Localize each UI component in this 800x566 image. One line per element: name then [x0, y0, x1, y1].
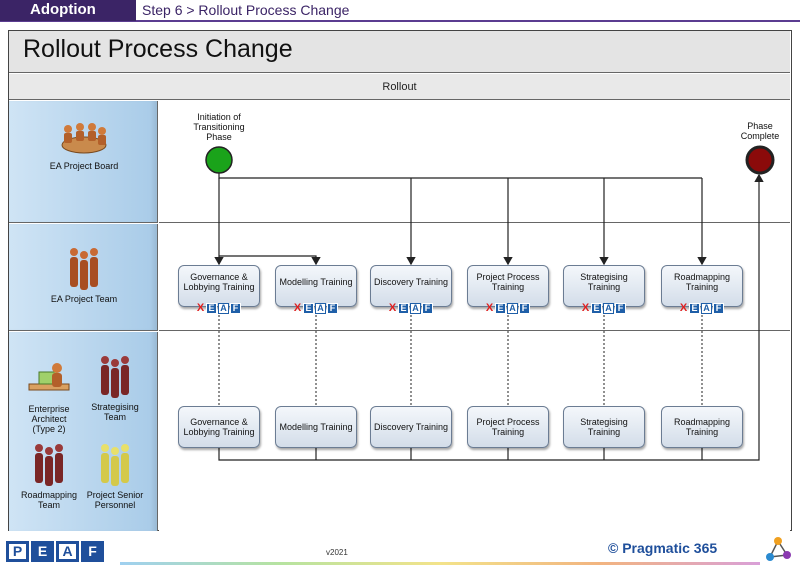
actor-label: EA Project Board: [49, 161, 119, 171]
xeaf-x: X: [679, 302, 688, 314]
pragmatic-molecule-icon: [766, 537, 791, 561]
xeaf-e: E: [206, 302, 217, 314]
xeaf-badge: X E A F: [388, 302, 434, 314]
lane-header-stakeholders: Enterprise Architect (Type 2) Strategisi…: [9, 332, 158, 531]
xeaf-e: E: [398, 302, 409, 314]
personnel-group-icon: [101, 444, 129, 486]
architect-at-desk-icon: [28, 363, 70, 391]
xeaf-badge: X E A F: [485, 302, 531, 314]
xeaf-x: X: [388, 302, 397, 314]
task-stakeholder-roadmapping[interactable]: Roadmapping Training: [661, 406, 743, 448]
xeaf-x: X: [581, 302, 590, 314]
team-group-icon: [35, 444, 63, 486]
task-stakeholder-modelling[interactable]: Modelling Training: [275, 406, 357, 448]
xeaf-f: F: [230, 302, 241, 314]
task-team-governance[interactable]: Governance & Lobbying Training: [178, 265, 260, 307]
actor-label: Roadmapping Team: [20, 490, 78, 510]
logo-letter: P: [6, 541, 29, 562]
xeaf-f: F: [422, 302, 433, 314]
task-stakeholder-strategising[interactable]: Strategising Training: [563, 406, 645, 448]
xeaf-badge: X E A F: [293, 302, 339, 314]
xeaf-badge: X E A F: [196, 302, 242, 314]
xeaf-e: E: [495, 302, 506, 314]
phase-header: Rollout: [9, 74, 790, 100]
xeaf-a: A: [315, 302, 326, 314]
task-team-roadmapping[interactable]: Roadmapping Training: [661, 265, 743, 307]
breadcrumb[interactable]: Step 6 > Rollout Process Change: [142, 2, 350, 18]
actor-label: EA Project Team: [50, 294, 118, 304]
title-area: Rollout Process Change: [9, 31, 790, 73]
actor-ea-project-team: EA Project Team: [34, 246, 134, 304]
task-stakeholder-discovery[interactable]: Discovery Training: [370, 406, 452, 448]
xeaf-a: A: [507, 302, 518, 314]
actor-ea-project-board: EA Project Board: [34, 119, 134, 171]
task-team-modelling[interactable]: Modelling Training: [275, 265, 357, 307]
actor-strategising-team: Strategising Team: [85, 354, 145, 422]
meeting-board-icon: [61, 123, 107, 154]
section-tag[interactable]: Adoption: [0, 0, 136, 21]
logo-letter: A: [56, 541, 79, 562]
xeaf-x: X: [293, 302, 302, 314]
task-stakeholder-project-process[interactable]: Project Process Training: [467, 406, 549, 448]
lane-header-board: EA Project Board: [9, 101, 158, 223]
xeaf-e: E: [303, 302, 314, 314]
actor-enterprise-architect: Enterprise Architect (Type 2): [19, 358, 79, 434]
peaf-logo: P E A F: [6, 541, 104, 562]
xeaf-f: F: [519, 302, 530, 314]
task-team-project-process[interactable]: Project Process Training: [467, 265, 549, 307]
actor-project-senior-personnel: Project Senior Personnel: [85, 442, 145, 510]
task-stakeholder-governance[interactable]: Governance & Lobbying Training: [178, 406, 260, 448]
xeaf-x: X: [196, 302, 205, 314]
xeaf-e: E: [689, 302, 700, 314]
actor-label: Enterprise Architect (Type 2): [28, 404, 70, 434]
version-label: v2021: [326, 548, 348, 557]
xeaf-badge: X E A F: [679, 302, 725, 314]
xeaf-x: X: [485, 302, 494, 314]
xeaf-f: F: [327, 302, 338, 314]
xeaf-f: F: [713, 302, 724, 314]
team-group-icon: [70, 248, 98, 290]
logo-letter: E: [31, 541, 54, 562]
xeaf-f: F: [615, 302, 626, 314]
xeaf-a: A: [701, 302, 712, 314]
task-team-strategising[interactable]: Strategising Training: [563, 265, 645, 307]
lane-header-team: EA Project Team: [9, 224, 158, 331]
logo-letter: F: [81, 541, 104, 562]
top-bar: Adoption Step 6 > Rollout Process Change: [0, 0, 800, 22]
actor-label: Strategising Team: [91, 402, 139, 422]
xeaf-a: A: [410, 302, 421, 314]
footer-gradient-bar: [120, 562, 760, 565]
xeaf-badge: X E A F: [581, 302, 627, 314]
xeaf-e: E: [591, 302, 602, 314]
end-event-label: Phase Complete: [740, 121, 780, 141]
xeaf-a: A: [603, 302, 614, 314]
actor-roadmapping-team: Roadmapping Team: [19, 442, 79, 510]
xeaf-a: A: [218, 302, 229, 314]
team-group-icon: [101, 356, 129, 398]
copyright-label: © Pragmatic 365: [608, 540, 718, 556]
task-team-discovery[interactable]: Discovery Training: [370, 265, 452, 307]
page-title: Rollout Process Change: [23, 35, 293, 63]
actor-label: Project Senior Personnel: [86, 490, 144, 510]
start-event-label: Initiation of Transitioning Phase: [193, 112, 245, 142]
